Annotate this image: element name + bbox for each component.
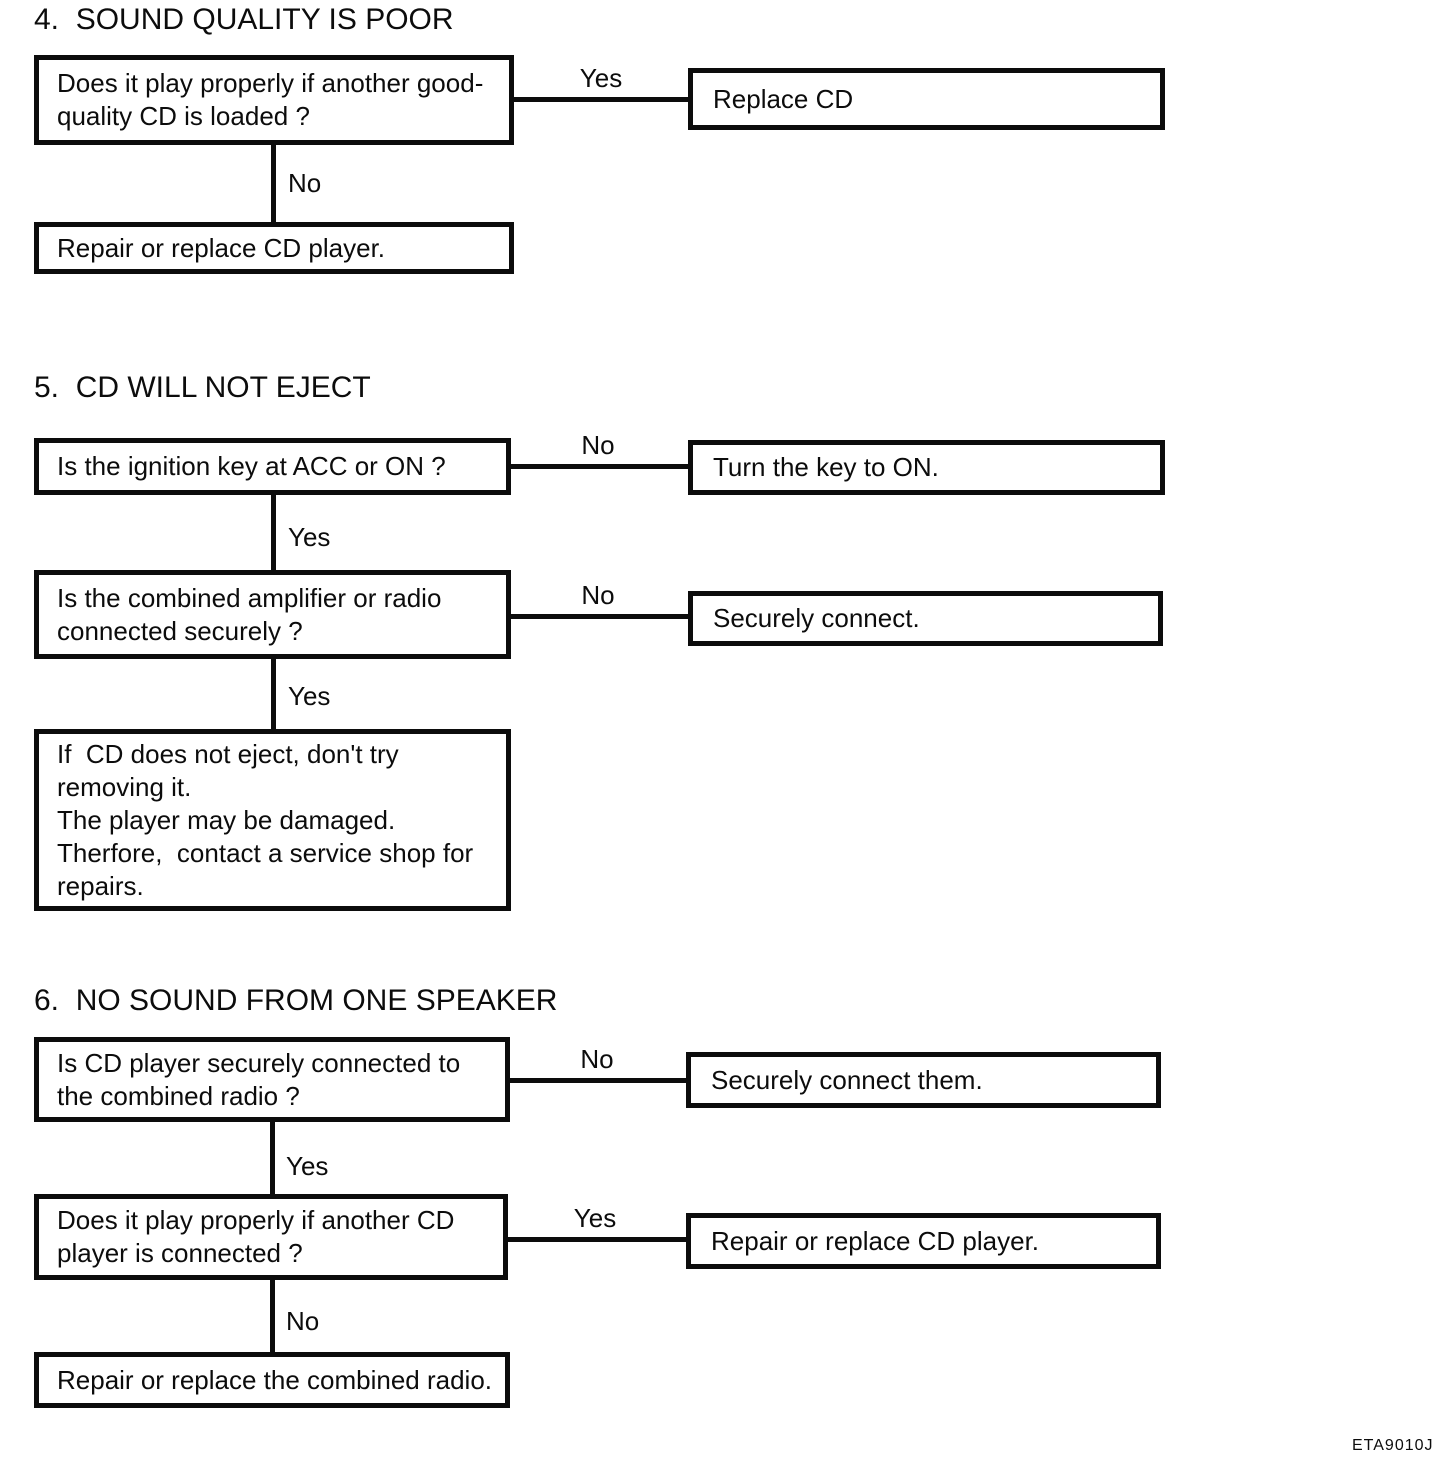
s5-no2-connector xyxy=(511,614,688,619)
s5-turn-key-box: Turn the key to ON. xyxy=(688,440,1165,495)
section-4-title: 4. SOUND QUALITY IS POOR xyxy=(34,3,454,36)
s4-repair-box: Repair or replace CD player. xyxy=(34,222,514,274)
s6-securely-connect-them-box: Securely connect them. xyxy=(686,1052,1161,1108)
s6-yes2-connector xyxy=(508,1237,688,1242)
s6-yes1-connector xyxy=(270,1122,275,1194)
s5-securely-connect-box: Securely connect. xyxy=(688,591,1163,646)
page-code: ETA9010J xyxy=(1352,1437,1434,1454)
section-6-title: 6. NO SOUND FROM ONE SPEAKER xyxy=(34,984,558,1017)
s6-question1-box: Is CD player securely connected to the c… xyxy=(34,1037,510,1122)
s5-yes1-connector xyxy=(271,495,276,570)
s6-no1-label: No xyxy=(580,1044,614,1074)
s4-yes-label: Yes xyxy=(579,63,623,93)
s6-no2-label: No xyxy=(286,1306,320,1336)
s5-no2-label: No xyxy=(581,580,615,610)
s5-no1-label: No xyxy=(581,430,615,460)
section-5-title: 5. CD WILL NOT EJECT xyxy=(34,371,371,404)
s5-yes2-label: Yes xyxy=(288,681,331,711)
s4-no-label: No xyxy=(288,168,322,198)
s6-yes2-label: Yes xyxy=(573,1203,617,1233)
s6-yes1-label: Yes xyxy=(286,1151,329,1181)
s5-final-advice-box: If CD does not eject, don't try removing… xyxy=(34,729,511,911)
s5-question2-box: Is the combined amplifier or radio conne… xyxy=(34,570,511,659)
s5-no1-connector xyxy=(511,464,688,469)
s5-question1-box: Is the ignition key at ACC or ON ? xyxy=(34,438,511,495)
s6-no2-connector xyxy=(270,1280,275,1352)
s4-question-box: Does it play properly if another good- q… xyxy=(34,55,514,145)
s6-no1-connector xyxy=(510,1078,688,1083)
s5-yes1-label: Yes xyxy=(288,522,331,552)
s4-no-connector xyxy=(271,145,276,222)
s5-yes2-connector xyxy=(271,659,276,731)
s4-replace-cd-box: Replace CD xyxy=(688,68,1165,130)
s4-yes-connector xyxy=(514,97,688,102)
s6-repair-cd-player-box: Repair or replace CD player. xyxy=(686,1213,1161,1269)
s6-question2-box: Does it play properly if another CD play… xyxy=(34,1194,508,1280)
s6-final-repair-radio-box: Repair or replace the combined radio. xyxy=(34,1352,510,1408)
